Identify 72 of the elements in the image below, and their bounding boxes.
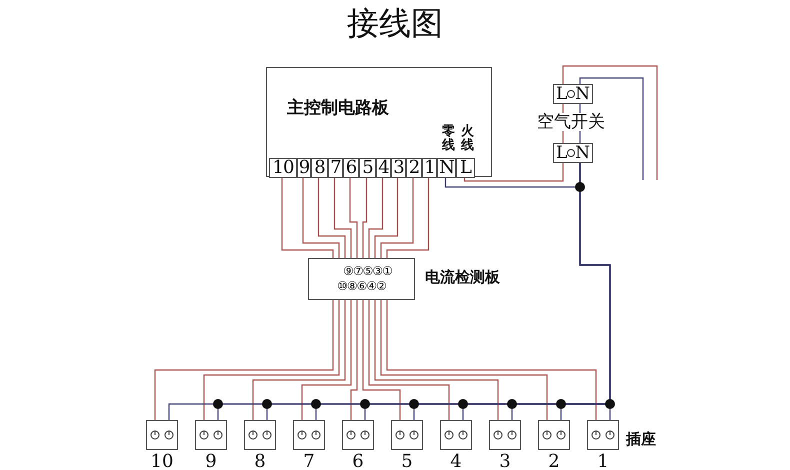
terminal-letter: L [556, 144, 568, 162]
wire [334, 177, 352, 258]
wire [579, 77, 644, 180]
socket-number: 1 [596, 452, 610, 470]
terminal-cell: 1 [422, 158, 437, 178]
wire [252, 300, 346, 420]
socket-number: 2 [547, 452, 561, 470]
switch-terminal-block [553, 84, 593, 104]
socket-number: 3 [498, 452, 512, 470]
wire [562, 65, 658, 180]
wire [362, 177, 368, 258]
terminal-cell: 8 [311, 158, 328, 178]
terminal-cell: 10 [269, 158, 297, 178]
wire [362, 300, 401, 420]
wire [464, 163, 564, 182]
board-name: 电流检测板 [425, 268, 500, 287]
terminal-letter: N [575, 144, 590, 162]
terminal-letter: L [556, 86, 568, 102]
socket-box [538, 420, 570, 450]
socket-number: 8 [253, 452, 267, 470]
socket-box [244, 420, 276, 450]
socket-number: 9 [204, 452, 218, 470]
terminal-cell: 5 [359, 158, 376, 178]
wire [349, 177, 358, 258]
circuit-board [266, 67, 492, 177]
socket-box [195, 420, 227, 450]
board-title: 主控制电路板 [287, 97, 389, 119]
socket-box [440, 420, 472, 450]
socket-number: 5 [400, 452, 414, 470]
wire [374, 300, 499, 420]
terminal-cell: 9 [297, 158, 311, 178]
terminal-cell: 6 [343, 158, 359, 178]
channel-numbers: ⑨⑦⑤③① [343, 264, 392, 279]
terminal-cell: 3 [391, 158, 406, 178]
terminal-letter: N [575, 86, 590, 102]
socket-number: 4 [449, 452, 463, 470]
switch-name: 空气开关 [536, 113, 606, 131]
wire [380, 300, 548, 420]
socket-label: 插座 [626, 430, 656, 448]
current-sensor-board [308, 258, 415, 300]
diagram-title: 接线图 [346, 3, 444, 44]
socket-box [391, 420, 423, 450]
socket-box [293, 420, 325, 450]
socket-number: 10 [150, 452, 174, 470]
wire-name: 零线 [442, 125, 456, 153]
socket-number: 6 [351, 452, 365, 470]
terminal-cell: 4 [376, 158, 391, 178]
wire [301, 300, 352, 420]
wire-name: 火线 [461, 125, 475, 153]
wire [374, 177, 398, 258]
wire [350, 300, 358, 420]
terminal-cell: N [437, 158, 456, 178]
terminal-cell: 7 [328, 158, 343, 178]
switch-terminal-block [553, 143, 593, 163]
socket-box [489, 420, 521, 450]
socket-number: 7 [302, 452, 316, 470]
wire [386, 300, 597, 420]
wire [203, 300, 340, 420]
wire [368, 300, 450, 420]
socket-box [146, 420, 178, 450]
wire [386, 177, 430, 258]
wire [318, 177, 346, 258]
wire [154, 300, 334, 420]
socket-box [342, 420, 374, 450]
terminal-cell: L [456, 158, 475, 178]
channel-numbers: ⑩⑧⑥④② [337, 279, 386, 294]
wire [281, 177, 334, 258]
wire [368, 177, 384, 258]
wire [302, 177, 340, 258]
terminal-cell: 2 [406, 158, 422, 178]
socket-box [587, 420, 619, 450]
wire [380, 177, 414, 258]
